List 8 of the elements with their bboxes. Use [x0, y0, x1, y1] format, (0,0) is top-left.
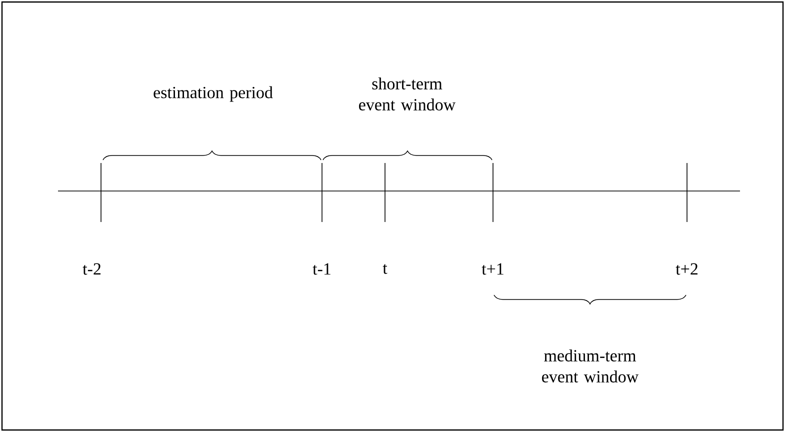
- brace-label: estimation period: [154, 86, 273, 102]
- tick-label: t+2: [676, 263, 698, 275]
- tick-label: t-2: [82, 263, 100, 275]
- brace-label: short-term event window: [359, 78, 456, 110]
- tick-label: t+1: [482, 263, 504, 275]
- tick-label: t-1: [312, 263, 330, 275]
- brace-label: medium-term event window: [542, 350, 639, 382]
- tick-label: t: [382, 264, 388, 274]
